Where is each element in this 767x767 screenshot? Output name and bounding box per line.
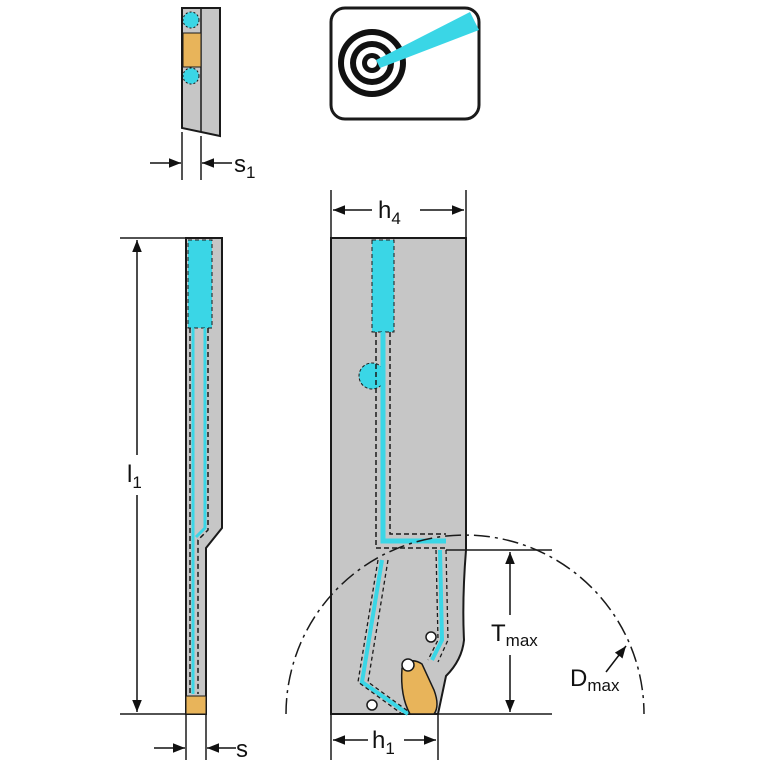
front-blade-body (330, 237, 467, 715)
side-view: l1 s (120, 237, 248, 763)
front-view: h4 h1 Tmax Dmax (285, 190, 645, 760)
coolant-exit-upper (425, 631, 437, 643)
side-insert (185, 695, 207, 715)
dim-tmax-label: Tmax (491, 620, 538, 650)
internal-coolant-target-icon (329, 6, 481, 121)
coolant-port-bottom (182, 67, 200, 85)
dim-h1-label: h1 (372, 727, 395, 758)
dim-s1-label: s1 (234, 151, 255, 182)
coolant-exit-lower (366, 699, 378, 711)
dim-dmax-label: Dmax (570, 665, 620, 695)
coolant-beam (376, 12, 479, 68)
dmax-arc (285, 534, 645, 715)
dim-s-label: s (236, 736, 248, 763)
top-end-view: s1 (150, 7, 255, 182)
dim-h4-label: h4 (378, 197, 401, 228)
insert-top (182, 32, 202, 68)
dim-l1-label: l1 (127, 461, 142, 492)
coolant-port-top (182, 11, 200, 29)
